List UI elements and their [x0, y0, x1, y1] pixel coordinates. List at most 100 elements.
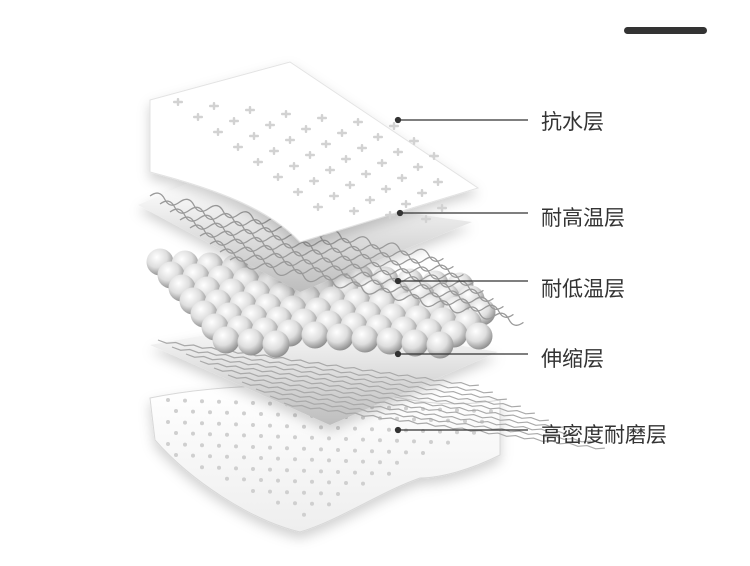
leader-dot-5 — [396, 428, 401, 433]
wear-dot — [404, 450, 408, 454]
wear-dot — [353, 471, 357, 475]
wear-dot — [310, 502, 314, 506]
wear-dot — [446, 441, 450, 445]
wear-dot — [276, 413, 280, 417]
wear-dot — [285, 446, 289, 450]
layer-label-stretch: 伸缩层 — [541, 347, 604, 371]
sphere — [263, 331, 290, 358]
wear-dot — [166, 442, 170, 446]
wear-dot — [208, 432, 212, 436]
wear-dot — [276, 479, 280, 483]
wear-dot — [421, 451, 425, 455]
wear-dot — [251, 489, 255, 493]
wear-dot — [217, 400, 221, 404]
wear-dot — [234, 422, 238, 426]
wear-dot — [327, 480, 331, 484]
wear-dot — [166, 420, 170, 424]
sphere — [213, 327, 240, 354]
wear-dot — [200, 421, 204, 425]
wear-dot — [251, 445, 255, 449]
wear-dot — [183, 443, 187, 447]
wear-dot — [285, 468, 289, 472]
wear-dot — [191, 432, 195, 436]
wear-dot — [276, 501, 280, 505]
wear-dot — [293, 435, 297, 439]
wear-dot — [353, 449, 357, 453]
wear-dot — [361, 482, 365, 486]
wear-dot — [268, 446, 272, 450]
wear-dot — [344, 481, 348, 485]
wear-dot — [370, 471, 374, 475]
wear-dot — [225, 433, 229, 437]
wear-dot — [319, 447, 323, 451]
wear-dot — [344, 437, 348, 441]
wear-dot — [242, 433, 246, 437]
wear-dot — [327, 502, 331, 506]
leader-dot-2 — [398, 211, 403, 216]
wear-dot — [344, 459, 348, 463]
wear-dot — [225, 477, 229, 481]
wear-dot — [166, 398, 170, 402]
wear-dot — [293, 413, 297, 417]
wear-dot — [327, 458, 331, 462]
layer-label-water: 抗水层 — [541, 110, 604, 134]
wear-dot — [217, 422, 221, 426]
leader-dot-1 — [396, 118, 401, 123]
wear-dot — [370, 427, 374, 431]
wear-dot — [259, 478, 263, 482]
sphere — [327, 324, 354, 351]
sphere — [352, 326, 379, 353]
sphere — [466, 323, 493, 350]
wear-dot — [276, 435, 280, 439]
wear-dot — [302, 513, 306, 517]
wear-dot — [259, 434, 263, 438]
wear-dot — [200, 443, 204, 447]
wear-dot — [336, 426, 340, 430]
wear-dot — [183, 421, 187, 425]
wear-dot — [268, 402, 272, 406]
wear-dot — [361, 438, 365, 442]
wear-dot — [310, 436, 314, 440]
wear-dot — [234, 466, 238, 470]
wear-dot — [429, 440, 433, 444]
wear-dot — [319, 491, 323, 495]
wear-dot — [302, 425, 306, 429]
wear-dot — [387, 472, 391, 476]
wear-dot — [319, 469, 323, 473]
wear-dot — [378, 460, 382, 464]
wear-dot — [412, 439, 416, 443]
wear-dot — [395, 439, 399, 443]
wear-dot — [293, 479, 297, 483]
wear-dot — [293, 501, 297, 505]
wear-dot — [225, 411, 229, 415]
wear-dot — [370, 449, 374, 453]
wear-dot — [268, 468, 272, 472]
sphere — [377, 328, 404, 355]
wear-dot — [378, 438, 382, 442]
wear-dot — [242, 455, 246, 459]
sphere — [238, 329, 265, 356]
wear-dot — [293, 457, 297, 461]
wear-dot — [191, 410, 195, 414]
wear-dot — [242, 477, 246, 481]
wear-dot — [302, 469, 306, 473]
wear-dot — [310, 458, 314, 462]
wear-dot — [455, 430, 459, 434]
wear-dot — [259, 412, 263, 416]
wear-dot — [208, 454, 212, 458]
wear-dot — [251, 401, 255, 405]
wear-dot — [285, 490, 289, 494]
wear-dot — [251, 423, 255, 427]
cross-mark — [437, 204, 447, 212]
wear-dot — [191, 454, 195, 458]
wear-dot — [183, 399, 187, 403]
wear-dot — [336, 470, 340, 474]
wear-dot — [200, 399, 204, 403]
wear-dot — [234, 444, 238, 448]
wear-dot — [234, 400, 238, 404]
wear-dot — [336, 448, 340, 452]
wear-dot — [395, 461, 399, 465]
wear-dot — [387, 450, 391, 454]
wear-dot — [353, 427, 357, 431]
